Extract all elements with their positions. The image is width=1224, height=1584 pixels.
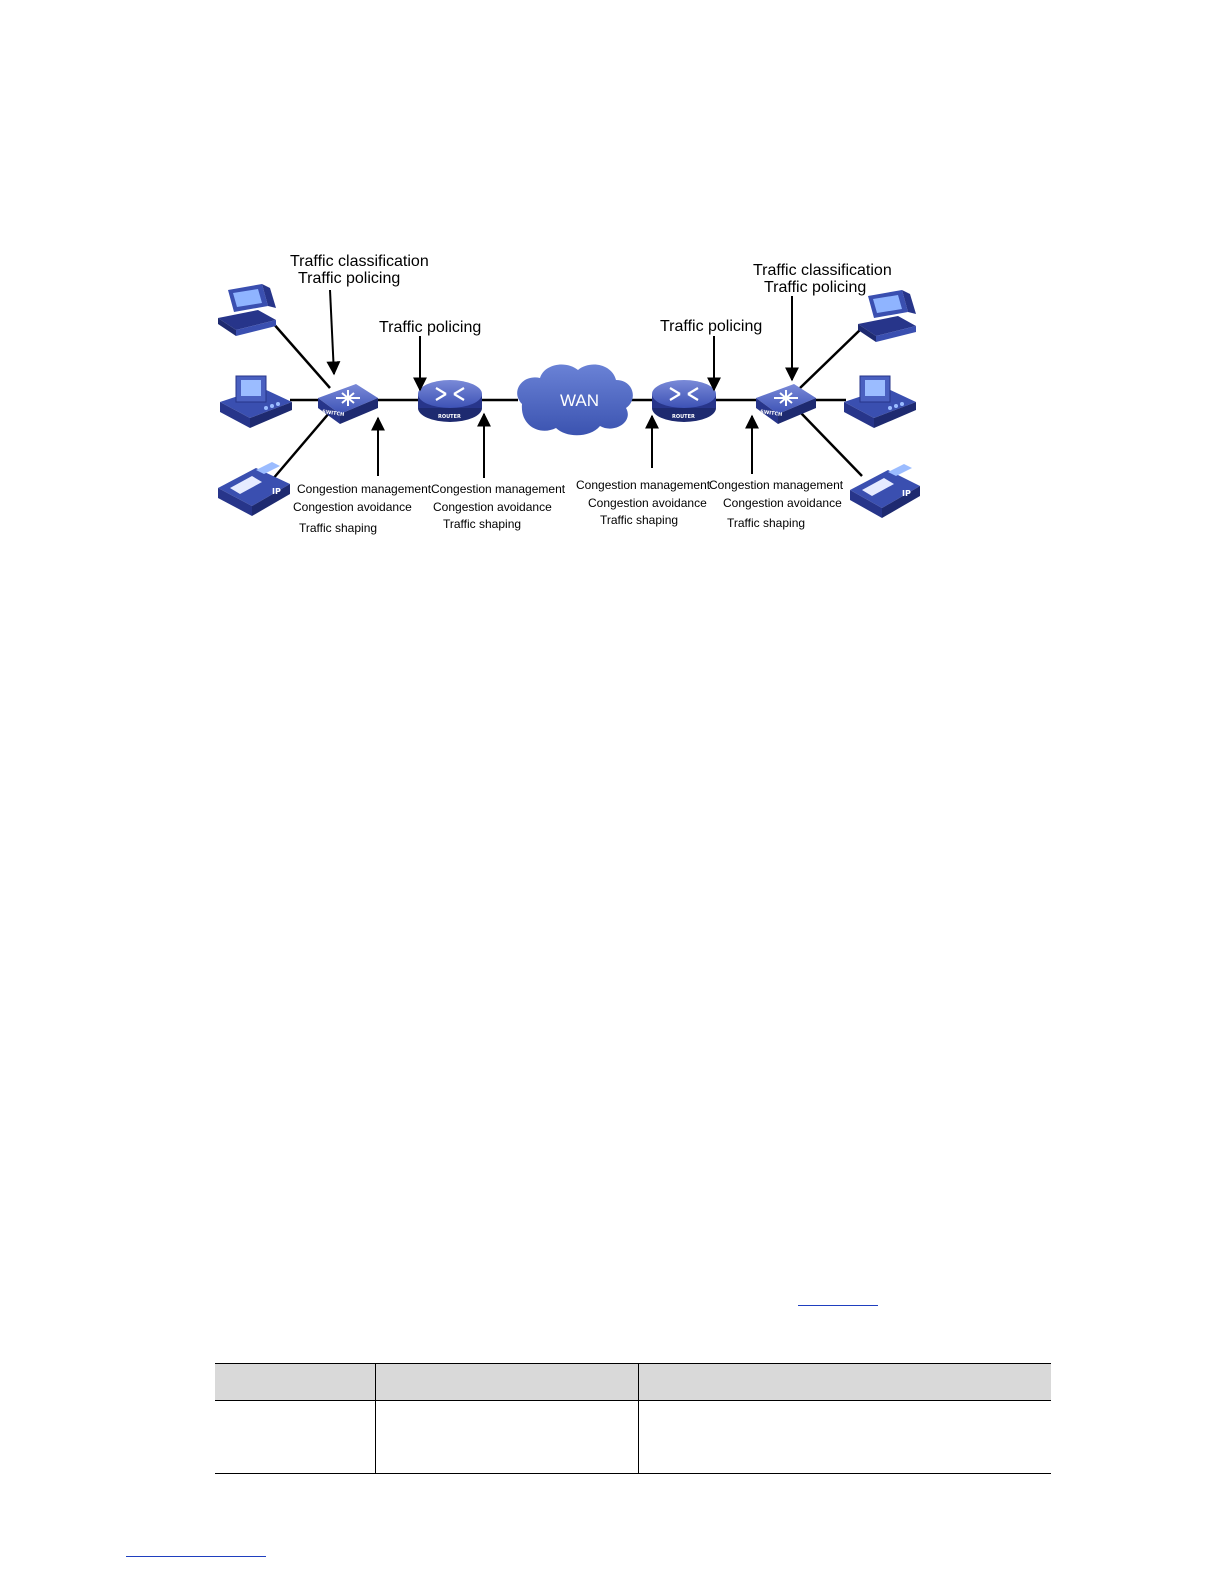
right-switch-icon: SWITCH	[756, 384, 816, 424]
left-switch-classification-label: Traffic classification	[290, 253, 429, 270]
table-header-cell	[215, 1363, 376, 1401]
table-header-cell	[375, 1363, 639, 1401]
right-router-text: ROUTER	[672, 414, 695, 420]
left-ip-label: IP	[272, 487, 281, 496]
right-router-icon: ROUTER	[652, 380, 716, 422]
right-router-traffic-shaping: Traffic shaping	[600, 513, 678, 527]
qos-network-diagram: IP SWITCH ROUTER WAN ROUTER SWITCH	[218, 253, 920, 535]
right-switch-text: SWITCH	[760, 409, 783, 418]
left-videophone-icon	[220, 375, 292, 428]
right-router-congestion-management: Congestion management	[576, 478, 711, 492]
left-router-traffic-shaping: Traffic shaping	[443, 517, 521, 531]
table-cell	[215, 1400, 376, 1474]
wan-cloud: WAN	[517, 364, 633, 436]
arrow-left-switch-top	[326, 289, 341, 376]
table-cell	[375, 1400, 639, 1474]
link-pc-left-switch	[271, 321, 331, 389]
right-ip-label: IP	[902, 489, 911, 498]
wan-label: WAN	[560, 391, 599, 410]
diagram-labels: Traffic classification Traffic policing …	[290, 253, 892, 535]
left-pc-icon	[218, 284, 276, 336]
document-table	[215, 1363, 1051, 1474]
link-right-switch-ipphone	[799, 411, 863, 477]
footer-link[interactable]	[126, 1556, 266, 1557]
right-switch-traffic-shaping: Traffic shaping	[727, 516, 805, 530]
left-switch-traffic-shaping: Traffic shaping	[299, 521, 377, 535]
table-row	[215, 1400, 1051, 1474]
right-pc-icon	[858, 290, 916, 342]
left-switch-congestion-management: Congestion management	[297, 482, 432, 496]
right-router-congestion-avoidance: Congestion avoidance	[588, 496, 707, 510]
right-switch-congestion-management: Congestion management	[709, 478, 844, 492]
table-header-row	[215, 1363, 1051, 1401]
right-switch-policing-label: Traffic policing	[764, 279, 866, 296]
right-switch-classification-label: Traffic classification	[753, 262, 892, 279]
right-videophone-icon	[844, 375, 916, 428]
right-router-policing-label: Traffic policing	[660, 318, 762, 335]
table-cell	[638, 1400, 1051, 1474]
left-router-policing-label: Traffic policing	[379, 319, 481, 336]
left-router-congestion-management: Congestion management	[431, 482, 566, 496]
left-ip-phone-icon: IP	[218, 462, 290, 516]
left-router-icon: ROUTER	[418, 380, 482, 422]
left-switch-icon: SWITCH	[318, 384, 378, 424]
cross-reference-link[interactable]	[798, 1305, 878, 1306]
right-switch-congestion-avoidance: Congestion avoidance	[723, 496, 842, 510]
link-right-switch-pc	[799, 327, 863, 389]
left-router-congestion-avoidance: Congestion avoidance	[433, 500, 552, 514]
link-ipphone-left-switch	[271, 411, 331, 481]
annotation-arrows	[326, 289, 799, 478]
left-switch-policing-label: Traffic policing	[298, 270, 400, 287]
right-ip-phone-icon: IP	[850, 464, 920, 518]
left-switch-congestion-avoidance: Congestion avoidance	[293, 500, 412, 514]
table-header-cell	[638, 1363, 1051, 1401]
left-switch-text: SWITCH	[322, 409, 345, 418]
left-router-text: ROUTER	[438, 414, 461, 420]
